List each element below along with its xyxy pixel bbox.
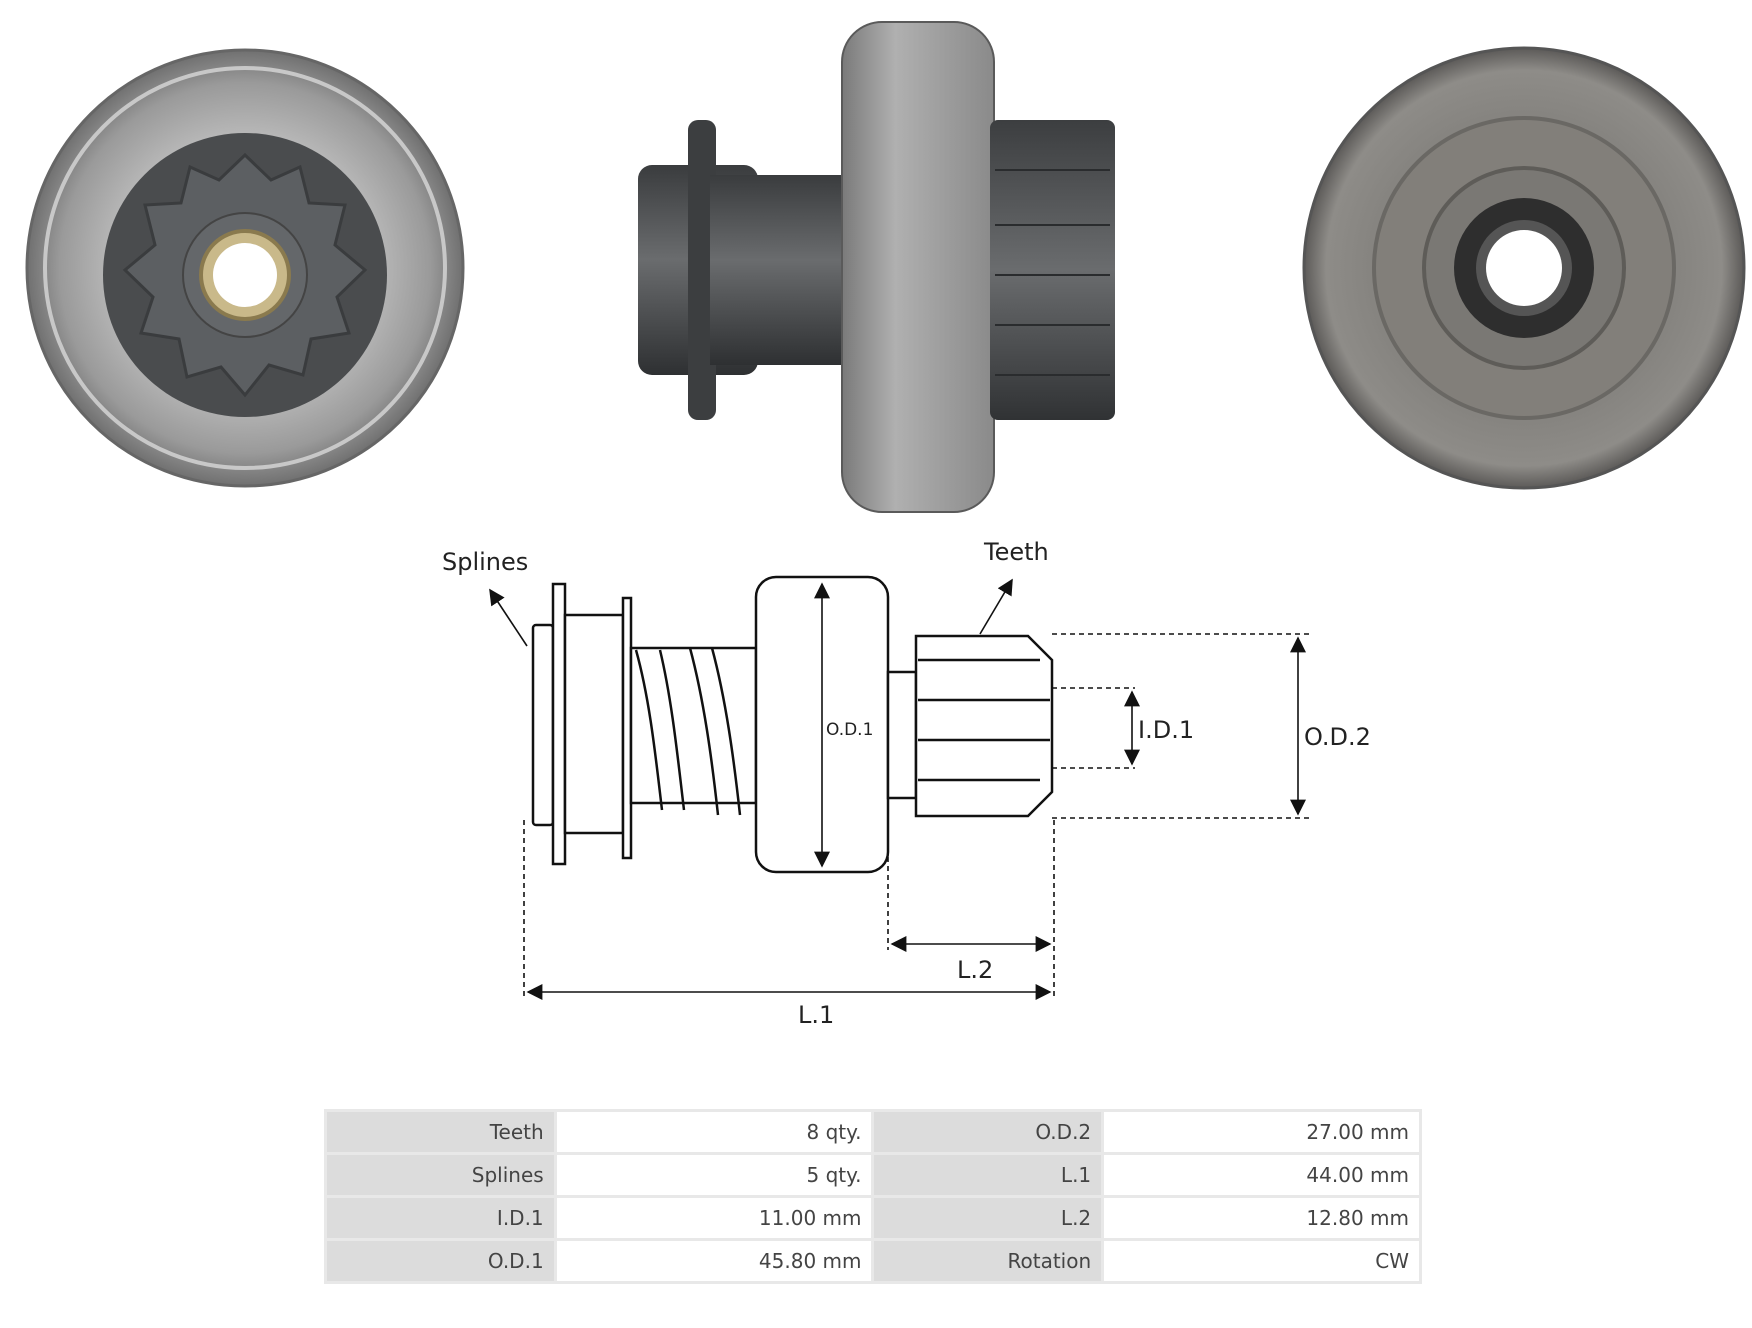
spec-value: 11.00 mm — [556, 1198, 872, 1238]
spec-label: Rotation — [874, 1241, 1102, 1281]
front-view-photo — [25, 48, 465, 488]
table-row: O.D.1 45.80 mm Rotation CW — [327, 1241, 1419, 1281]
technical-diagram: Splines Teeth O.D.1 I.D.1 O.D.2 L.2 L.1 — [442, 538, 1371, 1029]
spec-label: O.D.2 — [874, 1112, 1102, 1152]
spec-value: 5 qty. — [556, 1155, 872, 1195]
spec-label: Teeth — [327, 1112, 554, 1152]
table-row: Splines 5 qty. L.1 44.00 mm — [327, 1155, 1419, 1195]
teeth-label: Teeth — [983, 538, 1049, 566]
splines-label: Splines — [442, 548, 528, 576]
od2-label: O.D.2 — [1304, 723, 1371, 751]
back-view-photo — [1302, 46, 1746, 490]
od1-label: O.D.1 — [826, 720, 873, 740]
l1-label: L.1 — [798, 1001, 834, 1029]
spec-value: CW — [1104, 1241, 1419, 1281]
l2-label: L.2 — [957, 956, 993, 984]
spec-label: L.1 — [874, 1155, 1102, 1195]
spec-label: I.D.1 — [327, 1198, 554, 1238]
spec-label: Splines — [327, 1155, 554, 1195]
pinion-gear — [122, 152, 368, 398]
spec-value: 27.00 mm — [1104, 1112, 1419, 1152]
spec-label: L.2 — [874, 1198, 1102, 1238]
spec-value: 44.00 mm — [1104, 1155, 1419, 1195]
drive-outline — [531, 575, 1054, 874]
id1-label: I.D.1 — [1138, 716, 1194, 744]
dimension-lines — [489, 578, 1310, 1000]
side-view-photo — [638, 21, 1115, 513]
spec-value: 8 qty. — [556, 1112, 872, 1152]
spec-label: O.D.1 — [327, 1241, 554, 1281]
spec-value: 12.80 mm — [1104, 1198, 1419, 1238]
spec-table: Teeth 8 qty. O.D.2 27.00 mm Splines 5 qt… — [324, 1109, 1422, 1284]
table-row: Teeth 8 qty. O.D.2 27.00 mm — [327, 1112, 1419, 1152]
spec-value: 45.80 mm — [556, 1241, 872, 1281]
table-row: I.D.1 11.00 mm L.2 12.80 mm — [327, 1198, 1419, 1238]
